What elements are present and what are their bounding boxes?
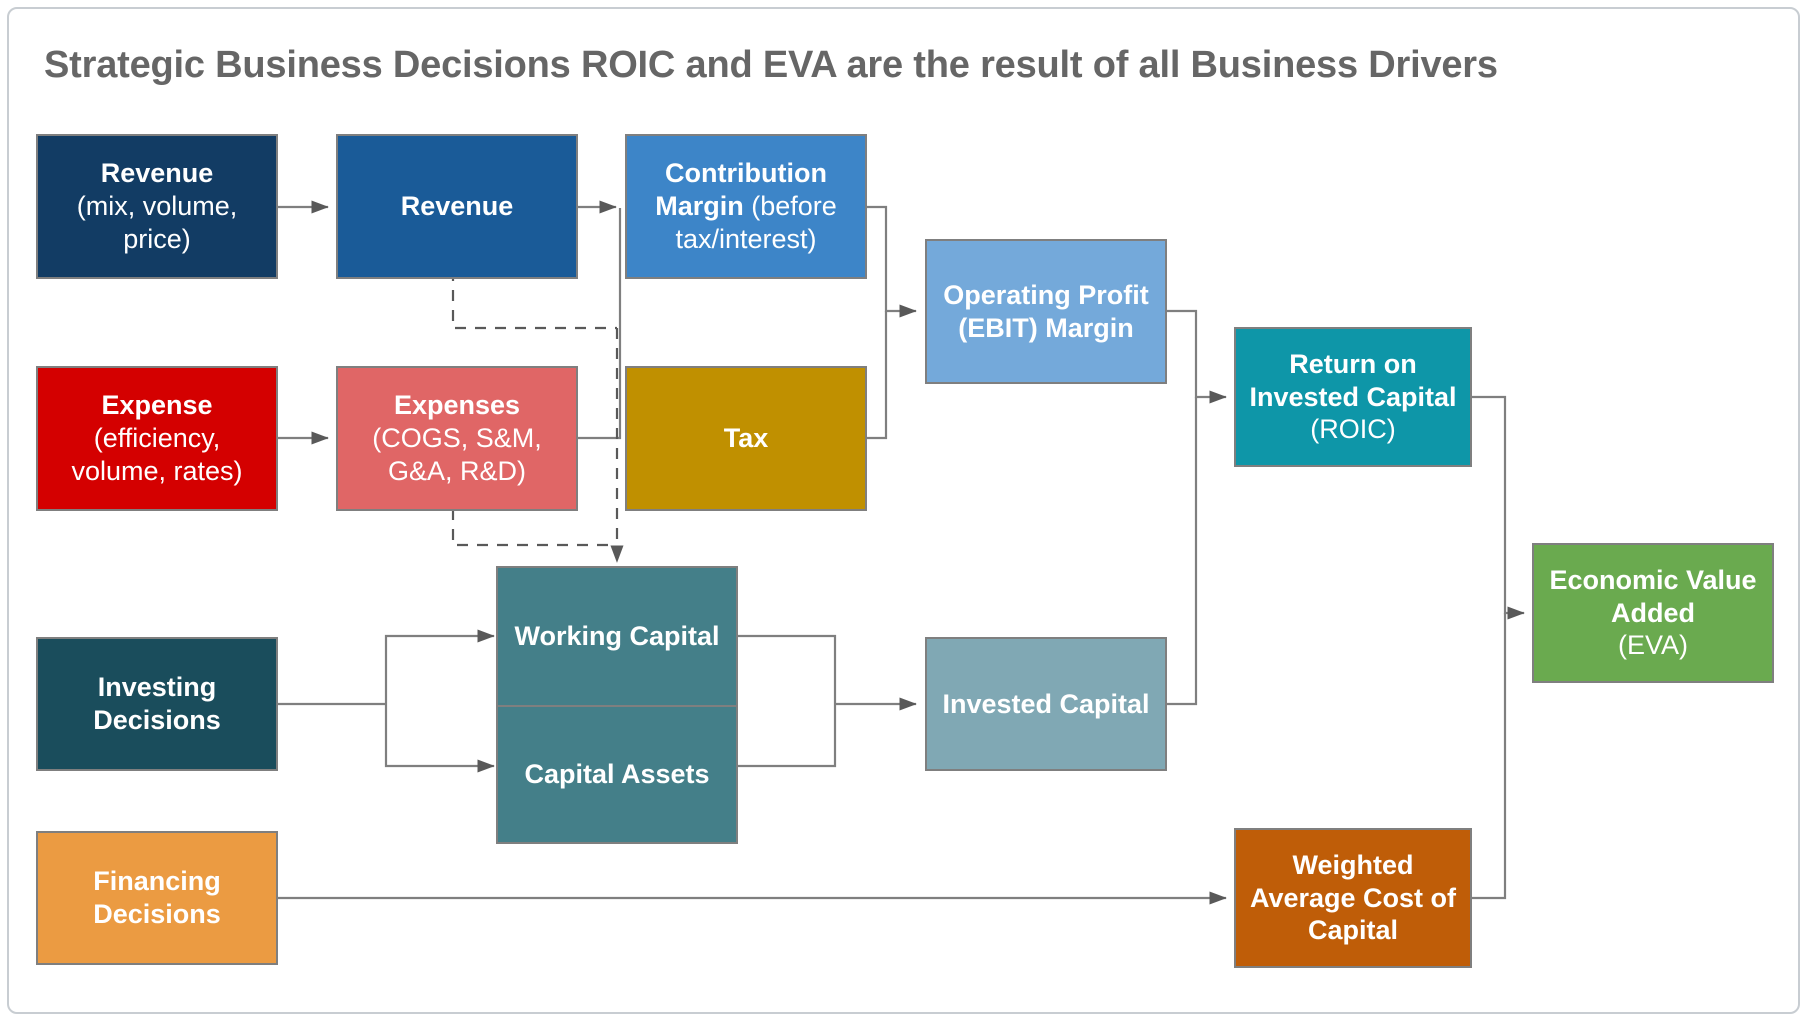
node-working-capital-text: Working Capital	[514, 621, 720, 652]
node-revenue-driver[interactable]: Revenue(mix, volume, price)	[36, 134, 278, 279]
node-investing-decisions-text: Investing Decisions	[93, 672, 221, 735]
node-working-capital[interactable]: Working Capital	[498, 568, 736, 705]
node-capital-stack: Working Capital Capital Assets	[496, 566, 738, 844]
node-invested-capital-text: Invested Capital	[942, 688, 1150, 719]
node-expense-driver[interactable]: Expense(efficiency, volume, rates)	[36, 366, 278, 511]
node-revenue-text: Revenue	[400, 191, 514, 222]
node-revenue-driver-text: Revenue(mix, volume, price)	[76, 158, 238, 254]
node-eva-text: Economic Value Added(EVA)	[1549, 564, 1757, 661]
node-financing-decisions[interactable]: Financing Decisions	[36, 831, 278, 965]
node-roic-text: Return on Invested Capital (ROIC)	[1249, 348, 1457, 445]
node-wacc-text: Weighted Average Cost of Capital	[1249, 849, 1457, 946]
node-capital-assets-text: Capital Assets	[524, 759, 710, 790]
node-expenses-text: Expenses(COGS, S&M, G&A, R&D)	[372, 390, 542, 486]
node-revenue[interactable]: Revenue	[336, 134, 578, 279]
node-investing-decisions[interactable]: Investing Decisions	[36, 637, 278, 771]
node-expense-driver-text: Expense(efficiency, volume, rates)	[71, 390, 243, 486]
node-invested-capital[interactable]: Invested Capital	[925, 637, 1167, 771]
node-operating-profit-text: Operating Profit (EBIT) Margin	[943, 279, 1149, 343]
node-expenses[interactable]: Expenses(COGS, S&M, G&A, R&D)	[336, 366, 578, 511]
page-title: Strategic Business Decisions ROIC and EV…	[44, 44, 1498, 86]
node-operating-profit[interactable]: Operating Profit (EBIT) Margin	[925, 239, 1167, 384]
node-tax[interactable]: Tax	[625, 366, 867, 511]
node-contribution-margin[interactable]: Contribution Margin (before tax/interest…	[625, 134, 867, 279]
node-contribution-margin-text: Contribution Margin (before tax/interest…	[655, 158, 837, 254]
node-eva[interactable]: Economic Value Added(EVA)	[1532, 543, 1774, 683]
node-tax-text: Tax	[723, 423, 769, 454]
node-roic[interactable]: Return on Invested Capital (ROIC)	[1234, 327, 1472, 467]
node-financing-decisions-text: Financing Decisions	[93, 866, 221, 929]
node-wacc[interactable]: Weighted Average Cost of Capital	[1234, 828, 1472, 968]
node-capital-assets[interactable]: Capital Assets	[498, 705, 736, 842]
